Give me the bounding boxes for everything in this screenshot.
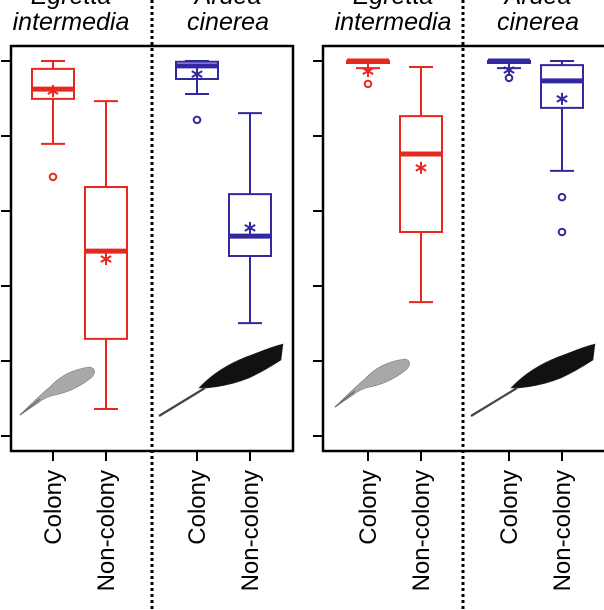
outlier-point (192, 115, 202, 125)
x-tick-label: Non-colony (93, 470, 120, 591)
x-tick-label: Colony (40, 470, 67, 545)
feather-quill (470, 387, 518, 417)
x-tick-label: Colony (355, 470, 382, 545)
feather-vane (334, 358, 410, 408)
mean-marker (100, 253, 112, 265)
outlier-point (557, 192, 567, 202)
box-non-colony: Non-colony (540, 60, 584, 591)
feather-image (334, 358, 410, 408)
box-colony: Colony (31, 60, 75, 545)
outlier-point (48, 172, 58, 182)
box-non-colony: Non-colony (399, 66, 443, 591)
mean-marker (244, 221, 256, 234)
box-colony: Colony (175, 60, 219, 545)
x-tick-label: Colony (496, 470, 523, 545)
feather-quill (19, 398, 41, 416)
feather-image (158, 343, 284, 417)
feather-vane (510, 343, 596, 389)
mean-asterisk-stroke (244, 224, 256, 232)
panel-1: EgrettaintermediaColony Non-colony Ardeaci… (1, 0, 295, 610)
species-title-genus: Ardea (193, 0, 262, 10)
feather-image (470, 343, 596, 417)
mean-asterisk-stroke (503, 66, 515, 74)
mean-marker (415, 161, 427, 174)
species-title-epithet: intermedia (13, 8, 130, 36)
mean-asterisk-stroke (100, 255, 112, 263)
feather-quill (158, 387, 206, 417)
box-non-colony: Non-colony (228, 112, 272, 591)
species-title-genus: Ardea (503, 0, 572, 10)
x-tick-label: Colony (184, 470, 211, 545)
panel-2: EgrettaintermediaColony Non-colony Ardeaci… (313, 0, 604, 610)
outlier-point (557, 227, 567, 237)
feather-vane (19, 366, 95, 416)
box-colony: Colony (346, 58, 390, 545)
mean-asterisk-stroke (47, 87, 59, 95)
mean-asterisk-stroke (415, 164, 427, 172)
species-title-epithet: cinerea (187, 8, 269, 36)
mean-asterisk-stroke (362, 67, 374, 75)
outlier-point (504, 73, 514, 83)
plot-frame (321, 44, 604, 453)
box-non-colony: Non-colony (84, 100, 128, 591)
species-title-epithet: cinerea (497, 8, 579, 36)
feather-quill (334, 390, 356, 408)
iqr-box (399, 115, 443, 233)
x-tick-label: Non-colony (408, 470, 435, 591)
outlier-point (363, 79, 373, 89)
box-colony: Colony (487, 58, 531, 545)
mean-asterisk-stroke (556, 95, 568, 103)
mean-marker (47, 85, 59, 97)
feather-image (19, 366, 95, 416)
species-title-genus: Egretta (31, 0, 112, 10)
x-tick-label: Non-colony (237, 470, 264, 591)
species-title-epithet: intermedia (335, 8, 452, 36)
species-title-genus: Egretta (353, 0, 434, 10)
mean-marker (556, 92, 568, 105)
mean-marker (362, 65, 374, 78)
x-tick-label: Non-colony (549, 470, 576, 591)
feather-vane (198, 343, 284, 389)
mean-asterisk-stroke (191, 70, 203, 78)
mean-marker (191, 68, 203, 81)
